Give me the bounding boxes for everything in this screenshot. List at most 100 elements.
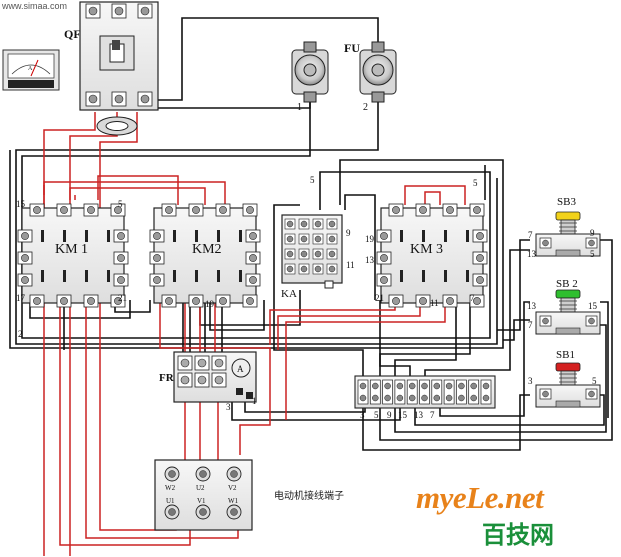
- contact-slot: [85, 270, 88, 282]
- sb2-label: SB 2: [556, 278, 578, 290]
- terminal-screw: [445, 382, 453, 390]
- screw-head: [249, 232, 257, 240]
- km3-13-label: 13: [365, 255, 375, 265]
- screw-head: [21, 232, 29, 240]
- ammeter-icon: A: [2, 49, 60, 91]
- terminal-screw: [359, 382, 367, 390]
- sb3-7-label: 7: [528, 230, 533, 240]
- terminal-cell: [394, 379, 406, 405]
- sb2-13-label: 13: [527, 301, 537, 311]
- km2-19-label: 19: [205, 299, 215, 309]
- terminal-screw: [482, 382, 490, 390]
- terminal-block-icon: [354, 375, 496, 409]
- screw-head: [21, 254, 29, 262]
- terminal-screw: [458, 382, 465, 390]
- screw-head: [117, 232, 125, 240]
- screw-head: [380, 276, 388, 284]
- button-cap: [555, 362, 581, 372]
- screw-head: [246, 297, 254, 305]
- km3-5-label: 5: [473, 178, 478, 188]
- relay-icon: [281, 214, 343, 289]
- terminal-cell: [406, 379, 418, 405]
- relay-screw: [286, 250, 294, 258]
- relay-screw: [328, 250, 336, 258]
- km1-21-label: 21: [118, 293, 127, 303]
- sb1-3-label: 3: [528, 376, 533, 386]
- terminal-screw: [458, 394, 465, 402]
- fr-label: FR: [159, 372, 175, 384]
- terminal-screw: [421, 394, 428, 402]
- terminal-screw: [470, 382, 477, 390]
- relay-screw: [314, 265, 322, 273]
- button-screw: [542, 390, 549, 398]
- sb2-15-label: 15: [588, 301, 598, 311]
- screw-head: [114, 206, 122, 214]
- terminal-screw: [482, 394, 490, 402]
- relay-screw: [286, 265, 294, 273]
- pushbutton-sb3: [535, 211, 601, 257]
- screw-head: [473, 297, 481, 305]
- contact-slot: [217, 270, 220, 282]
- km1-label: KM 1: [55, 242, 88, 257]
- fuse-2-label: 2: [363, 102, 368, 113]
- contact-slot: [85, 230, 88, 242]
- button-screw: [542, 239, 549, 247]
- fuse-icon: [291, 41, 329, 103]
- svg-text:A: A: [237, 364, 244, 374]
- screw-head: [192, 206, 200, 214]
- ka-11-label: 11: [346, 260, 355, 270]
- relay-screw: [300, 250, 308, 258]
- terminal-block-label: 5: [374, 410, 379, 420]
- terminal-cell: [357, 379, 369, 405]
- terminal-screw: [408, 382, 416, 390]
- terminal-screw: [372, 394, 379, 402]
- motor-w2-label: W2: [165, 484, 176, 492]
- screw-head: [392, 206, 400, 214]
- contact-slot: [239, 230, 242, 242]
- watermark: www.simaa.com: [2, 1, 68, 11]
- red-wiring: [43, 112, 466, 556]
- screw-head: [87, 206, 95, 214]
- motor-terminal-caption: 电动机接线端子: [274, 491, 344, 502]
- screw-head: [419, 206, 427, 214]
- screw-head: [249, 276, 257, 284]
- screw-head: [246, 206, 254, 214]
- terminal-cell: [382, 379, 393, 405]
- terminal-screw: [433, 382, 441, 390]
- km2-label: KM2: [192, 242, 222, 257]
- contact-slot: [63, 230, 66, 242]
- motor-post-nut: [168, 470, 176, 478]
- km1-5-label: 5: [118, 199, 123, 209]
- sb2-5-label: 5: [590, 249, 595, 259]
- contact-slot: [173, 270, 176, 282]
- contact-slot: [41, 270, 44, 282]
- terminal-screw: [396, 382, 404, 390]
- screw-head: [392, 297, 400, 305]
- contactor-km1: [17, 203, 129, 308]
- terminal-screw: [433, 394, 441, 402]
- button-screw: [588, 239, 595, 247]
- ka-9-label: 9: [346, 228, 351, 238]
- wire-2-label: 2: [18, 329, 23, 339]
- button-cap: [555, 289, 581, 299]
- motor-post-nut: [199, 470, 207, 478]
- button-screw: [588, 317, 595, 325]
- screw-head: [476, 276, 484, 284]
- contactor-km2: [149, 203, 261, 308]
- relay-screw: [328, 265, 336, 273]
- terminal-screw: [470, 394, 477, 402]
- motor-post-nut: [230, 508, 238, 516]
- breaker-label: QF: [64, 27, 81, 41]
- brand-logo-secondary: 百技网: [482, 521, 554, 549]
- terminal-block-label: 3: [360, 410, 365, 420]
- breaker-icon: [79, 1, 159, 111]
- motor-post-nut: [230, 470, 238, 478]
- motor-u2-label: U2: [196, 484, 205, 492]
- screw-head: [117, 254, 125, 262]
- motor-post-nut: [168, 508, 176, 516]
- motor-v1-label: V1: [197, 497, 206, 505]
- svg-text:A: A: [28, 66, 33, 72]
- terminal-screw: [372, 382, 379, 390]
- terminal-screw: [421, 382, 428, 390]
